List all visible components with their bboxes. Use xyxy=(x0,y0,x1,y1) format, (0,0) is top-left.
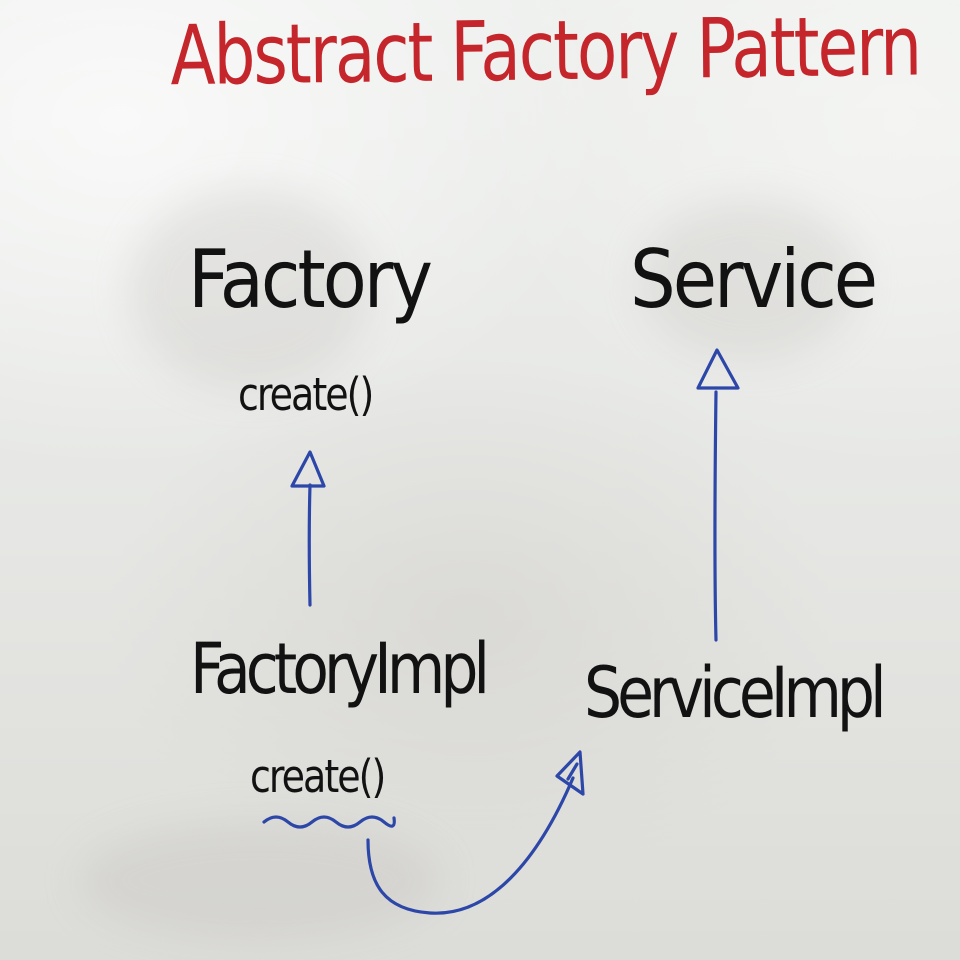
factory-impl-class-name: FactoryImpl xyxy=(190,628,490,711)
eraser-smudge xyxy=(640,200,860,360)
service-inheritance-line xyxy=(713,390,718,642)
factory-inheritance-line xyxy=(307,483,312,607)
eraser-smudge xyxy=(130,190,370,390)
service-impl-class-name: ServiceImpl xyxy=(584,652,887,735)
factory-class-name: Factory xyxy=(188,232,433,327)
curved-arrow-icon xyxy=(555,750,585,796)
hollow-triangle-arrow-icon xyxy=(696,348,740,390)
service-class-name: Service xyxy=(630,232,878,327)
eraser-smudge xyxy=(80,820,440,940)
create-underline-squiggle-icon xyxy=(262,815,396,829)
creates-relation-line xyxy=(366,776,575,915)
factory-create-method: create() xyxy=(238,368,374,421)
hollow-triangle-arrow-icon xyxy=(290,450,326,488)
factory-impl-create-method: create() xyxy=(250,750,386,803)
curved-arrow-icon-inner xyxy=(566,762,579,781)
